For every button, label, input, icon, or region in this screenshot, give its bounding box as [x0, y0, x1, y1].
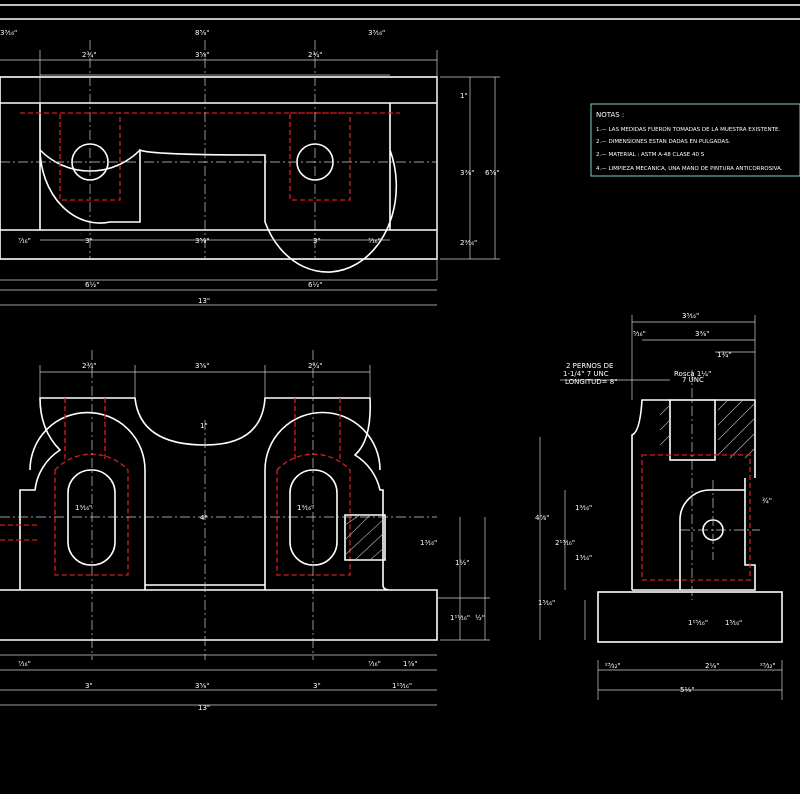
dim: 3⅜" [460, 169, 474, 177]
dim: 1" [200, 422, 208, 430]
dim: ²³⁄₃₂" [760, 662, 776, 670]
dim: ⁷⁄₁₆" [368, 237, 381, 245]
dim: 1¹¹⁄₁₆" [450, 614, 470, 622]
dim: ½" [475, 614, 485, 622]
dim: 3⁵⁄₁₆" [0, 29, 17, 37]
notes-box: NOTAS : 1.— LAS MEDIDAS FUERON TOMADAS D… [590, 103, 800, 177]
dim: 2⅛" [705, 662, 719, 670]
dim: 2¾" [82, 362, 96, 370]
dim: 1⁹⁄₁₆" [575, 504, 592, 512]
dim: 5⅛" [680, 686, 694, 694]
dim: 1⁵⁄₁₆" [538, 599, 555, 607]
dim: 1⁹⁄₁₆" [297, 504, 314, 512]
dim: 4⁷⁄₈" [535, 514, 549, 522]
dim: 1³⁄₁₆" [575, 554, 592, 562]
dim: 3⅝" [195, 682, 209, 690]
dim: 3⅜" [695, 330, 709, 338]
bolt-note: 1-1/4" 7 UNC [563, 370, 609, 378]
dim: 1¹³⁄₁₆" [392, 682, 412, 690]
dim: 6⅝" [485, 169, 499, 177]
dim: 3" [85, 237, 93, 245]
dim: 2¾" [308, 362, 322, 370]
dim: 3" [85, 682, 93, 690]
dim: 3⁵⁄₁₆" [368, 29, 385, 37]
dim: ⁷⁄₁₆" [18, 660, 31, 668]
dim: 13" [198, 297, 210, 305]
dim: 1¾" [717, 351, 731, 359]
dim: 2¹³⁄₁₆" [555, 539, 575, 547]
front-view: 2¾" 3⅝" 2¾" 1" 4" 1⁹⁄₁₆" 1⁹⁄₁₆" 1³⁄₁₆" 1… [0, 350, 490, 712]
dim: ²³⁄₃₂" [605, 662, 621, 670]
dim: 2¾" [308, 51, 322, 59]
dim: 6½" [308, 281, 322, 289]
dim: ¾" [762, 497, 772, 505]
dim: ⁷⁄₁₆" [18, 237, 31, 245]
dim: 3⅝" [195, 51, 209, 59]
notes-title: NOTAS : [596, 111, 624, 119]
dim: 8⅝" [195, 29, 209, 37]
dim: ⁷⁄₁₆" [368, 660, 381, 668]
dim: 13" [198, 704, 210, 712]
dim: 4" [200, 514, 208, 522]
dim: ⁵⁄₁₆" [633, 330, 646, 338]
dim: 1⁵⁄₁₆" [725, 619, 742, 627]
dim: 1¹⁵⁄₁₆" [688, 619, 708, 627]
dim: 2¾" [82, 51, 96, 59]
note-item: 2.— MATERIAL : ASTM A-48 CLASE 40 S [596, 152, 705, 158]
note-item: 2.— DIMENSIONES ESTAN DADAS EN PULGADAS. [596, 139, 731, 145]
dim: 3⅝" [195, 362, 209, 370]
dim: 1½" [455, 559, 469, 567]
dim: 1" [460, 92, 468, 100]
dim: 2⁹⁄₁₆" [460, 239, 477, 247]
dim: 3" [313, 682, 321, 690]
dim: 6½" [85, 281, 99, 289]
side-view: 3⁵⁄₁₆" ⁵⁄₁₆" 3⅜" 1¾" 4⁷⁄₈" 2¹³⁄₁₆" 1⁹⁄₁₆… [535, 312, 783, 700]
note-item: 1.— LAS MEDIDAS FUERON TOMADAS DE LA MUE… [596, 127, 780, 133]
top-view: 3⁵⁄₁₆" 8⅝" 3⁵⁄₁₆" 2¾" 3⅝" 2¾" 1" 3⅜" 6⅝"… [0, 29, 500, 306]
bolt-note: 2 PERNOS DE [566, 362, 613, 370]
bolt-note: LONGITUD= 8" [565, 378, 617, 386]
dim: 1⅞" [403, 660, 417, 668]
dim: 1³⁄₁₆" [420, 539, 437, 547]
thread-note: Rosca 1¼" [674, 370, 711, 378]
dim: 3⁵⁄₁₆" [682, 312, 699, 320]
dim: 3" [313, 237, 321, 245]
dim: 1⁹⁄₁₆" [75, 504, 92, 512]
thread-note: 7 UNC [682, 376, 704, 384]
note-item: 4.— LIMPIEZA MECANICA, UNA MANO DE PINTU… [596, 166, 783, 172]
dim: 3⅝" [195, 237, 209, 245]
